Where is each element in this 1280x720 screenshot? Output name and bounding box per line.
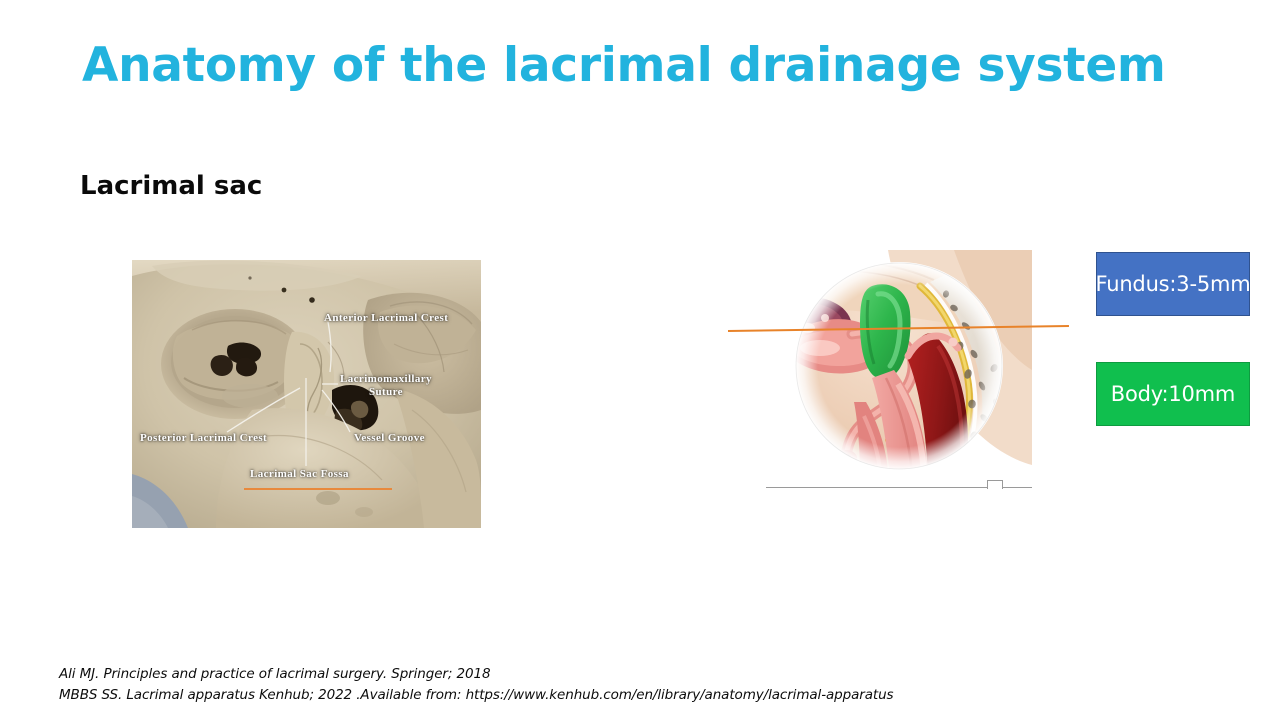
kenhub-lacrimal-sac-illustration	[768, 250, 1032, 482]
skull-label-posterior-lacrimal-crest: Posterior Lacrimal Crest	[140, 432, 268, 444]
kenhub-illustration-image	[768, 250, 1032, 482]
measurement-box-body: Body:10mm	[1096, 362, 1250, 426]
skull-label-lacrimomaxillary-suture-line2: Suture	[368, 386, 403, 399]
measurement-box-fundus: Fundus:3-5mm	[1095, 252, 1251, 316]
citation-block: Ali MJ. Principles and practice of lacri…	[59, 664, 894, 706]
kenhub-scale-baseline	[766, 487, 1032, 488]
skull-photograph-image	[132, 260, 481, 528]
section-heading: Lacrimal sac	[80, 171, 263, 201]
citation-line-1: Ali MJ. Principles and practice of lacri…	[59, 666, 491, 682]
citation-line-2: MBBS SS. Lacrimal apparatus Kenhub; 2022…	[59, 686, 894, 703]
kenhub-scale-notch	[987, 480, 1003, 489]
skull-label-lacrimal-sac-fossa: Lacrimal Sac Fossa	[250, 468, 349, 480]
lacrimal-sac-fossa-underline	[244, 488, 392, 490]
skull-label-lacrimomaxillary-suture-line1: Lacrimomaxillary	[340, 373, 432, 385]
skull-label-vessel-groove: Vessel Groove	[354, 432, 425, 444]
skull-label-lacrimomaxillary-suture: Lacrimomaxillary Suture	[340, 373, 432, 400]
page-title: Anatomy of the lacrimal drainage system	[82, 38, 1166, 93]
skull-lacrimal-fossa-photograph: Anterior Lacrimal Crest Lacrimomaxillary…	[132, 260, 481, 528]
skull-label-anterior-lacrimal-crest: Anterior Lacrimal Crest	[324, 312, 449, 324]
